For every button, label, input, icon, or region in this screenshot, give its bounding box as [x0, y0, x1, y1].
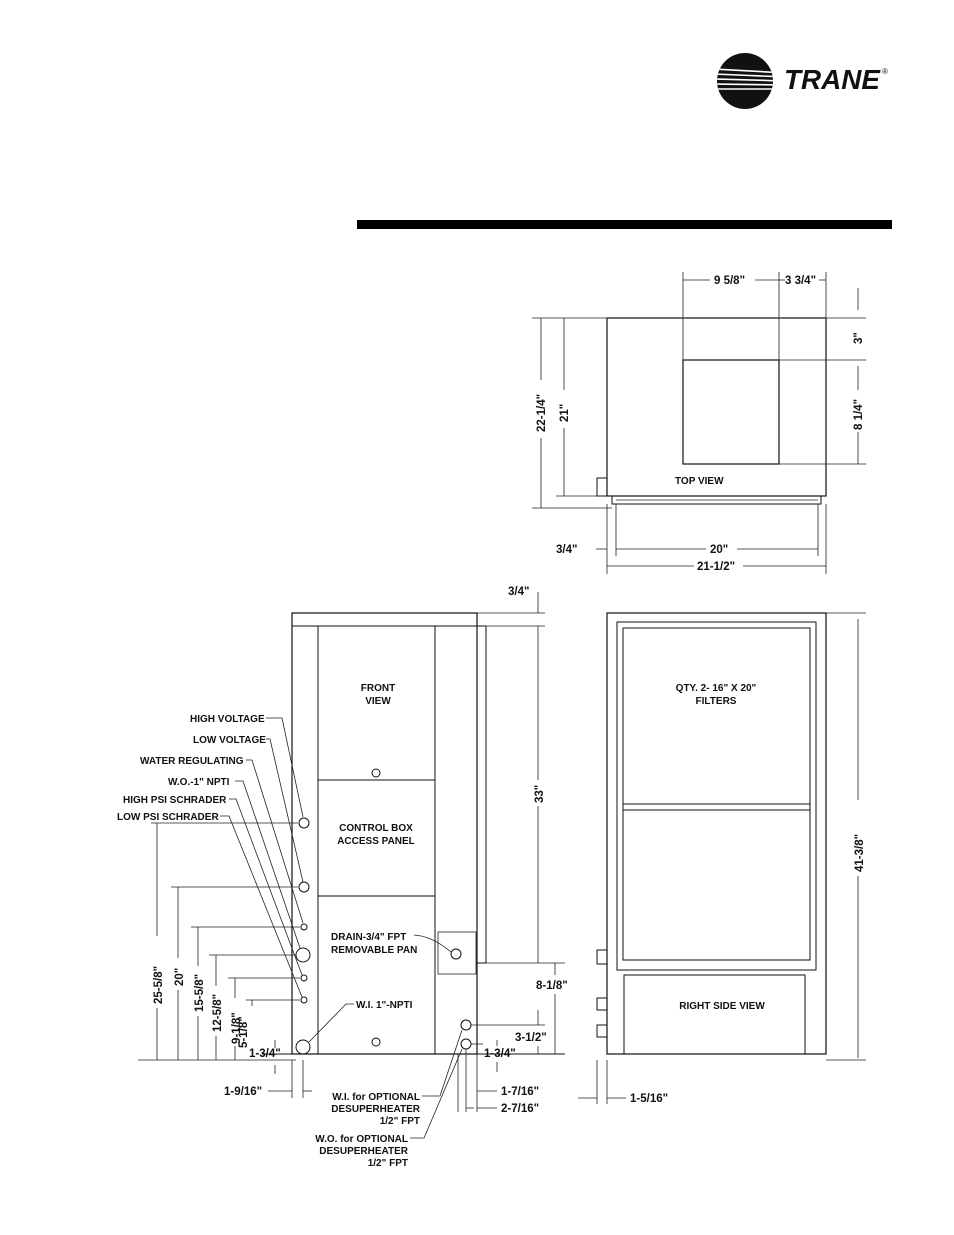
brand-name: TRANE: [784, 64, 881, 95]
registered-mark: ®: [882, 67, 888, 76]
dim-12-5-8: 12-5/8": [212, 994, 224, 1032]
drain-label-2: REMOVABLE PAN: [331, 945, 417, 956]
trane-logo: TRANE ®: [717, 53, 888, 109]
top-view-title: TOP VIEW: [675, 476, 724, 487]
dim-1-3-4-left: 1-3/4": [249, 1048, 281, 1060]
dim-3-1-2: 3-1/2": [515, 1032, 547, 1044]
dim-2-7-16: 2-7/16": [501, 1103, 539, 1115]
dim-1-9-16: 1-9/16": [224, 1086, 262, 1098]
callout-wo-desup-3: 1/2" FPT: [368, 1158, 408, 1169]
callout-wo-desup-1: W.O. for OPTIONAL: [315, 1134, 408, 1145]
front-view: FRONT VIEW CONTROL BOX ACCESS PANEL DRAI…: [117, 586, 568, 1169]
front-view-title-2: VIEW: [365, 696, 391, 707]
right-side-view: QTY. 2- 16" X 20" FILTERS RIGHT SIDE VIE…: [578, 612, 866, 1105]
dim-9-1-8: 9-1/8": [231, 1012, 243, 1044]
dim-21-1-2: 21-1/2": [697, 561, 735, 573]
callout-wi-desup-3: 1/2" FPT: [380, 1116, 420, 1127]
dim-15-5-8: 15-5/8": [194, 974, 206, 1012]
callout-high-voltage: HIGH VOLTAGE: [190, 714, 265, 725]
callout-high-psi: HIGH PSI SCHRADER: [123, 795, 227, 806]
drain-label-1: DRAIN-3/4" FPT: [331, 932, 406, 943]
filters-label-2: FILTERS: [696, 696, 737, 707]
dim-1-3-4-right: 1-3/4": [484, 1048, 516, 1060]
dim-8-1-8: 8-1/8": [536, 980, 568, 992]
dim-22-1-4: 22-1/4": [536, 394, 548, 432]
dim-1-7-16: 1-7/16": [501, 1086, 539, 1098]
control-box-label-1: CONTROL BOX: [339, 823, 413, 834]
dim-41-3-8: 41-3/8": [854, 834, 866, 872]
callout-wo-desup-2: DESUPERHEATER: [319, 1146, 408, 1157]
dim-21-top: 21": [559, 404, 571, 422]
callout-wo-npti: W.O.-1" NPTI: [168, 777, 230, 788]
dim-25-5-8: 25-5/8": [153, 966, 165, 1004]
callout-water-regulating: WATER REGULATING: [140, 756, 244, 767]
callout-low-voltage: LOW VOLTAGE: [193, 735, 266, 746]
dim-3-3-4: 3 3/4": [785, 275, 816, 287]
dim-1-5-16: 1-5/16": [630, 1093, 668, 1105]
control-box-label-2: ACCESS PANEL: [337, 836, 415, 847]
callout-low-psi: LOW PSI SCHRADER: [117, 812, 219, 823]
right-side-view-title: RIGHT SIDE VIEW: [679, 1001, 765, 1012]
dim-3-4-top: 3/4": [556, 544, 577, 556]
filters-label-1: QTY. 2- 16" X 20": [676, 683, 757, 694]
header-rule: [357, 220, 892, 229]
top-view: TOP VIEW 9 5/8" 3 3/4" 3" 8 1/4" 22-1/4"…: [532, 272, 866, 574]
callout-wi-desup-2: DESUPERHEATER: [331, 1104, 420, 1115]
dim-3-4-front: 3/4": [508, 586, 529, 598]
dim-5-1-8: 5-1/8": [238, 1016, 250, 1048]
dim-20-top: 20": [710, 544, 728, 556]
front-view-title-1: FRONT: [361, 683, 395, 694]
dim-3-top: 3": [853, 332, 865, 344]
dim-33: 33": [534, 785, 546, 803]
dim-20-front: 20": [174, 968, 186, 986]
callout-wi-npti: W.I. 1"-NPTI: [356, 1000, 413, 1011]
dim-8-1-4: 8 1/4": [853, 399, 865, 430]
dim-9-5-8: 9 5/8": [714, 275, 745, 287]
callout-wi-desup-1: W.I. for OPTIONAL: [332, 1092, 420, 1103]
